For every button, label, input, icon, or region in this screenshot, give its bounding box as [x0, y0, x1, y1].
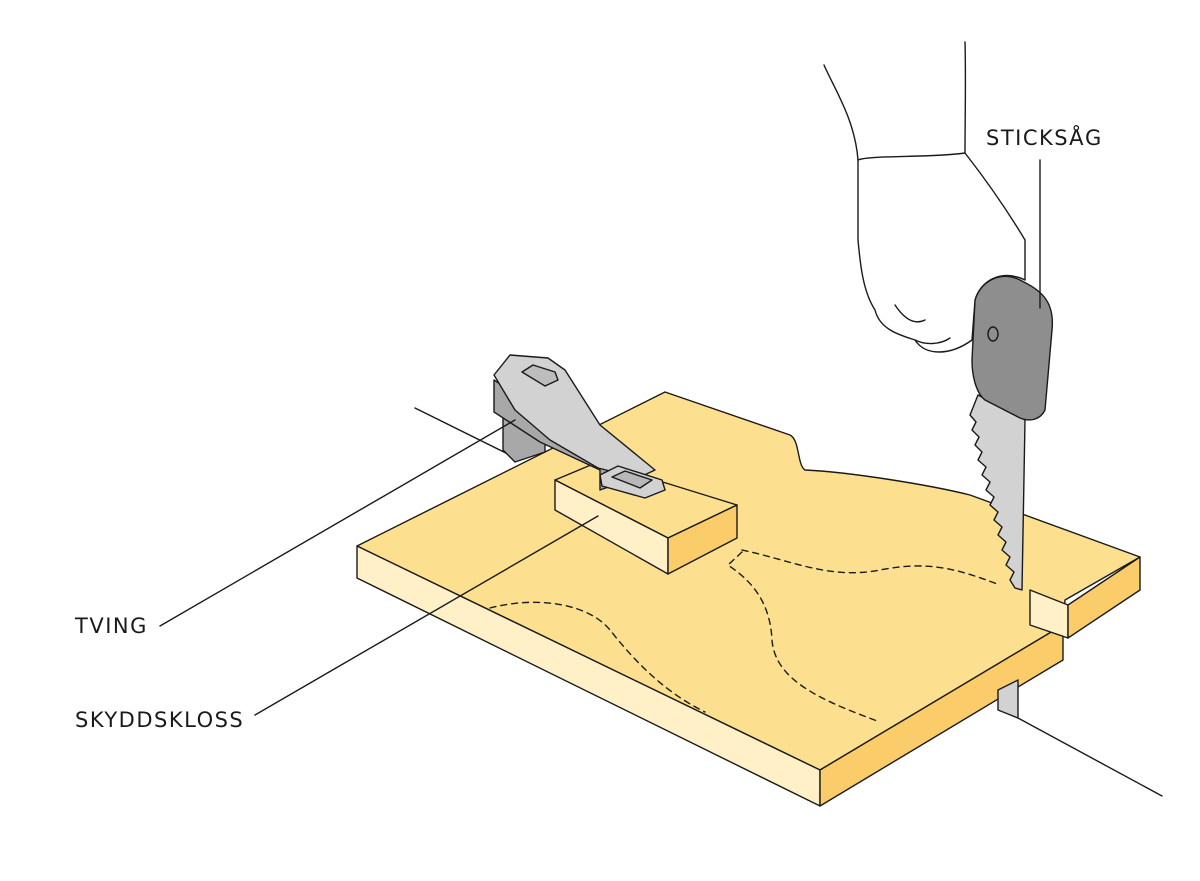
cut-line-2 [727, 551, 881, 723]
finger-line-2 [914, 337, 951, 345]
table-edge-line-right [1017, 717, 1163, 797]
block-side [667, 504, 738, 575]
label-sticksag: STICKSÅG [986, 126, 1103, 150]
clamp-slot [521, 364, 559, 387]
hand-sleeve [823, 64, 859, 161]
table-edge-line-left [414, 407, 521, 461]
saw-blade-upper [969, 394, 1026, 591]
cut-line-1 [741, 549, 1001, 586]
wood-board [356, 391, 1141, 807]
saw-handle [971, 275, 1054, 421]
leader-line-skyddskloss [254, 515, 599, 716]
finger-line-1 [894, 304, 926, 323]
saw-handle-rivet [987, 326, 999, 342]
offcut-side-face [1067, 556, 1141, 639]
clamp [493, 354, 666, 499]
board-side-face [819, 624, 1064, 807]
label-tving: TVING [75, 614, 148, 638]
clamp-arm-top [493, 354, 656, 479]
clamp-pad-inner [611, 470, 653, 489]
label-skyddskloss: SKYDDSKLOSS [75, 708, 245, 732]
cut-line-3 [489, 601, 706, 713]
jigsaw [823, 41, 1054, 719]
leader-line-tving [159, 419, 516, 627]
